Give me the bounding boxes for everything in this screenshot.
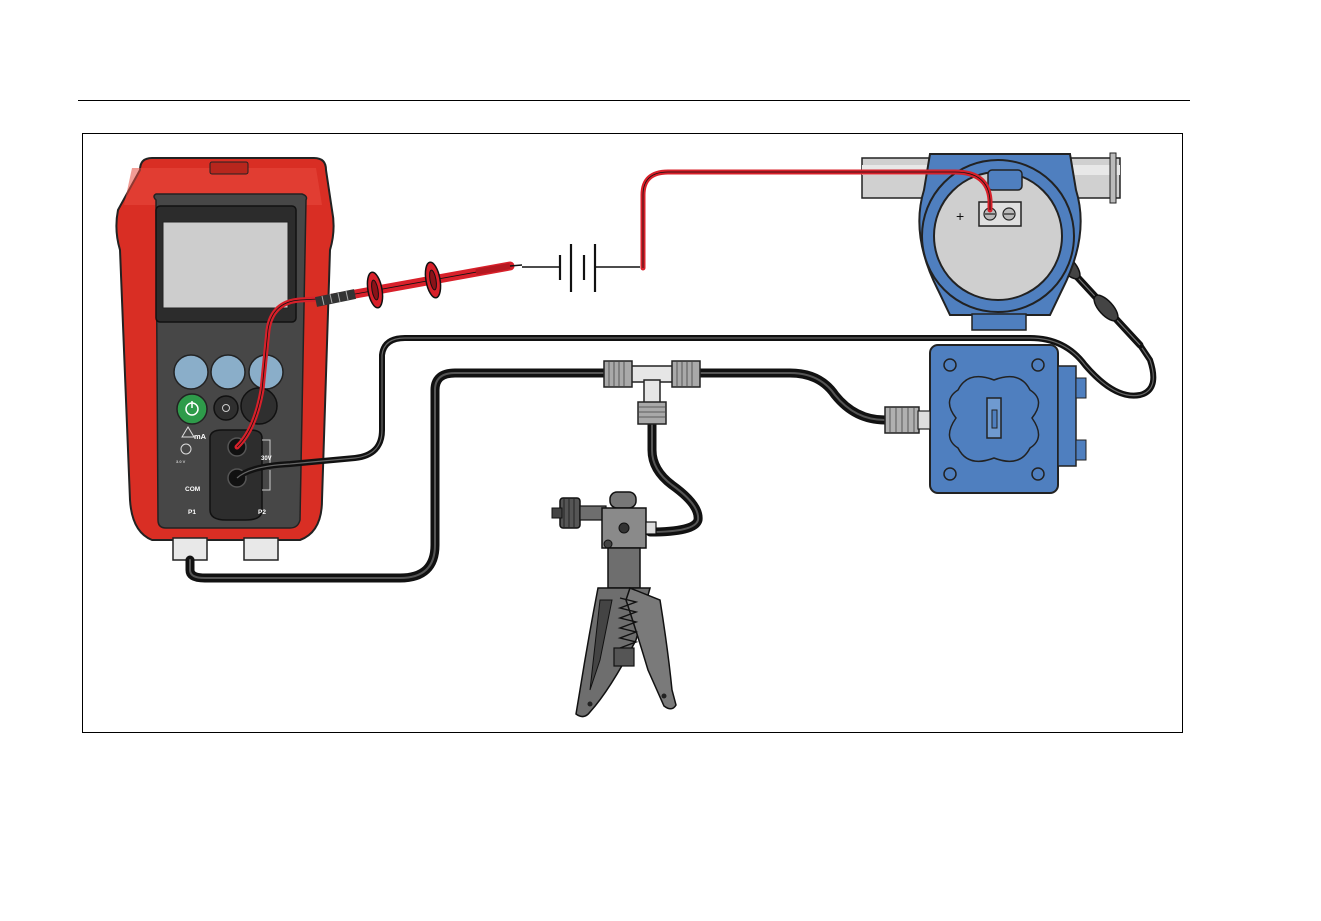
pump-knob <box>560 498 580 528</box>
tee-nut-bottom <box>638 402 666 424</box>
tee-fitting <box>604 361 700 424</box>
battery-symbol <box>560 244 595 292</box>
terminal-compartment <box>934 172 1062 300</box>
label-com: COM <box>185 486 200 493</box>
power-button <box>177 394 207 424</box>
plus-label: + <box>956 208 964 224</box>
calibrator-display <box>163 222 288 308</box>
label-ma: mA <box>194 432 207 441</box>
probe-tip <box>510 265 522 266</box>
label-p2: P2 <box>258 509 266 516</box>
label-p1: P1 <box>188 509 196 516</box>
tee-nut-left <box>604 361 632 387</box>
label-30v: 30V <box>261 456 272 462</box>
label-small: 3.0 V <box>176 459 186 464</box>
hose-tee-to-pump <box>650 420 698 532</box>
pump-outlet <box>646 522 656 534</box>
black-probe-guard-2 <box>1090 291 1122 324</box>
pump-cylinder <box>608 548 640 588</box>
red-test-lead <box>237 172 990 447</box>
port-p2 <box>244 538 278 560</box>
pressure-transmitter: + <box>885 154 1086 493</box>
transmitter-neck <box>972 314 1026 330</box>
backlight-button <box>214 396 238 420</box>
pressure-calibrator: mA 30V 3.0 V COM P1 P2 <box>116 158 333 560</box>
softkey-2 <box>211 355 245 389</box>
softkey-1 <box>174 355 208 389</box>
tee-nut-right <box>672 361 700 387</box>
hand-pump <box>552 492 676 717</box>
